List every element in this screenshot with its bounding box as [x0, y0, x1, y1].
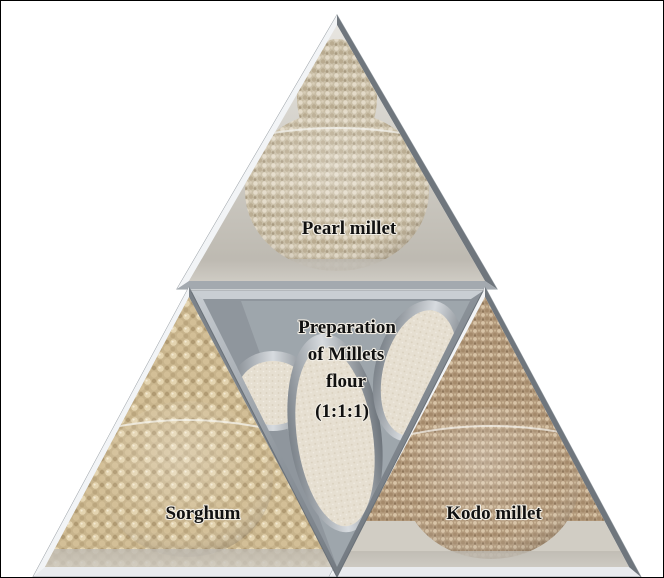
pearl-millet-panel: Pearl millet [177, 15, 497, 291]
flour-label-line-2: of Millets [308, 344, 385, 365]
flour-label-line-4: (1:1:1) [315, 401, 369, 422]
flour-label-line-3: flour [326, 371, 367, 392]
flour-label-line-1: Preparation [298, 317, 396, 338]
pearl-millet-label: Pearl millet [302, 218, 397, 239]
kodo-millet-label: Kodo millet [446, 503, 542, 524]
sorghum-label: Sorghum [166, 503, 241, 524]
